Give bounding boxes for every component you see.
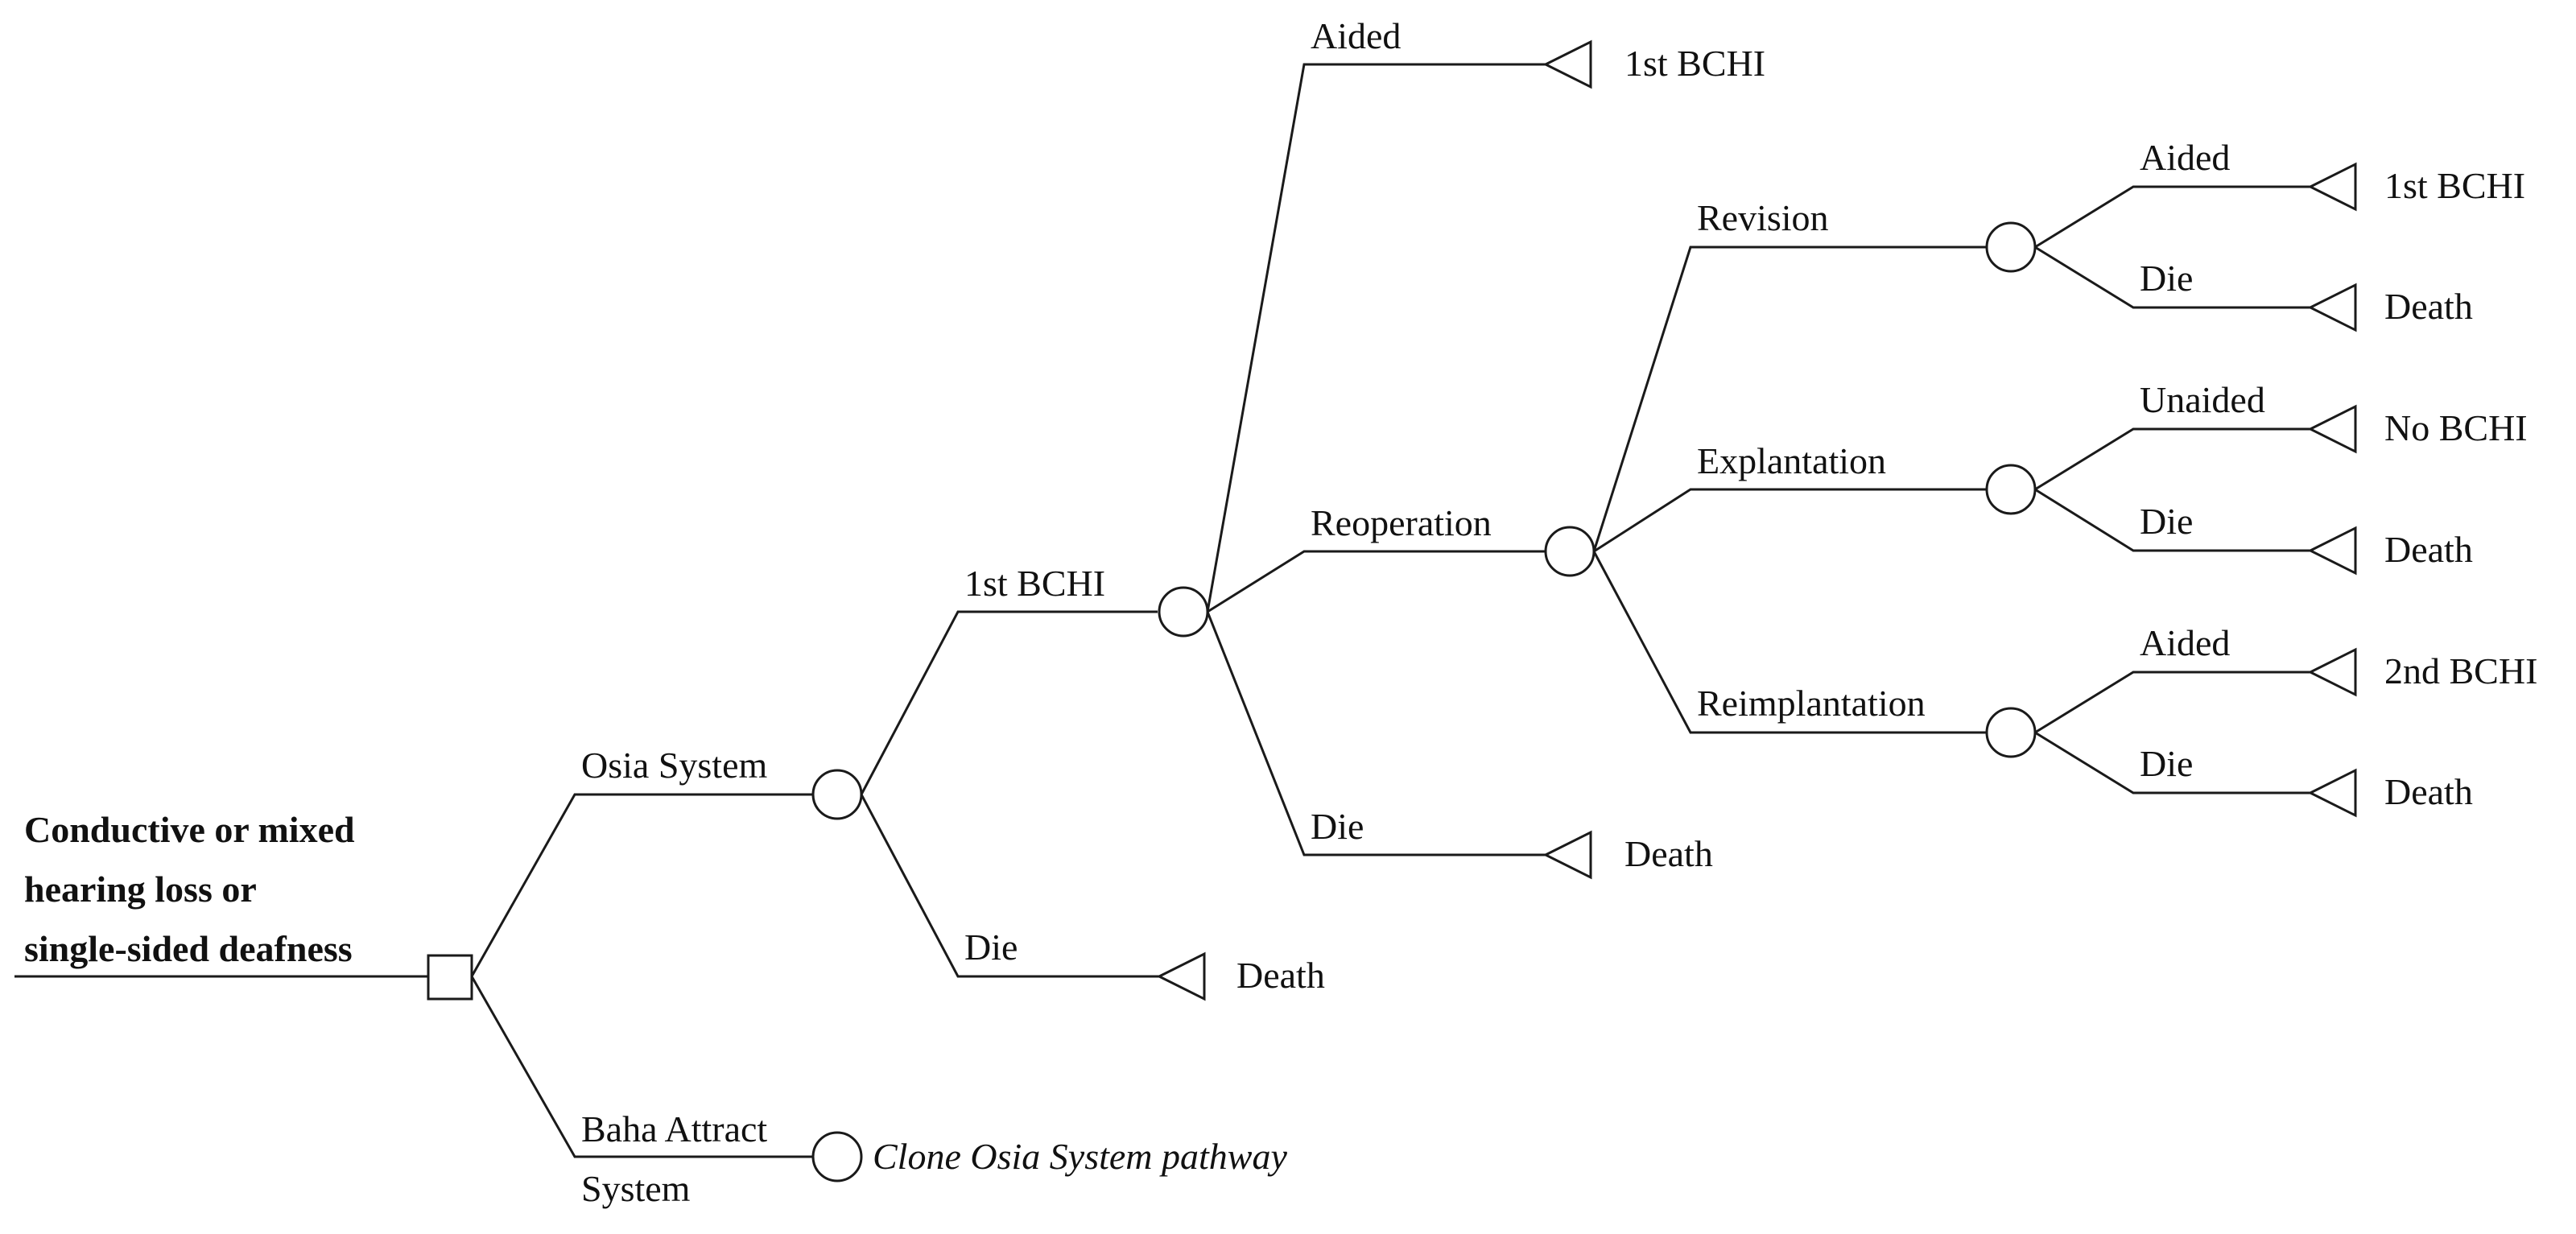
- terminal-node-revision-1st-bchi: [2307, 162, 2357, 212]
- label-branch-osia-die: Die: [964, 927, 1018, 968]
- edge-reimplantation-die: [2034, 731, 2310, 794]
- label-branch-bchi-die: Die: [1311, 806, 1364, 847]
- root-label-line-1: Conductive or mixed: [24, 809, 355, 850]
- terminal-node-revision-death: [2307, 283, 2357, 332]
- label-branch-revision-die: Die: [2140, 258, 2193, 299]
- terminal-node-2nd-bchi: [2307, 647, 2357, 697]
- outcome-1st-bchi-top: 1st BCHI: [1624, 43, 1765, 84]
- edge-osia-system: [470, 793, 813, 977]
- edge-reimplantation: [1592, 551, 1987, 734]
- outcome-explantation-death: Death: [2384, 529, 2473, 570]
- chance-node-reoperation: [1544, 526, 1596, 577]
- outcome-revision-death: Death: [2384, 286, 2473, 327]
- edge-revision: [1592, 246, 1987, 552]
- label-branch-explantation-unaided: Unaided: [2140, 379, 2265, 420]
- chance-node-1st-bchi: [1158, 586, 1209, 638]
- outcome-death-osia: Death: [1236, 955, 1325, 996]
- label-baha-attract-line-1: Baha Attract: [581, 1108, 767, 1149]
- chance-node-revision: [1985, 221, 2037, 273]
- edge-explantation: [1593, 488, 1987, 553]
- chance-node-explantation: [1985, 464, 2037, 515]
- outcome-no-bchi: No BCHI: [2384, 407, 2528, 448]
- label-branch-reoperation: Reoperation: [1311, 502, 1492, 543]
- decision-node: [427, 954, 473, 1001]
- label-branch-revision-aided: Aided: [2140, 137, 2230, 178]
- outcome-revision-1st-bchi: 1st BCHI: [2384, 165, 2525, 206]
- outcome-death-bchi: Death: [1624, 833, 1713, 874]
- edge-explantation-die: [2034, 488, 2310, 552]
- label-branch-reimplantation-die: Die: [2140, 743, 2193, 784]
- outcome-2nd-bchi: 2nd BCHI: [2384, 650, 2537, 691]
- root-label-line-2: hearing loss or: [24, 869, 257, 910]
- root-label: Conductive or mixed hearing loss or sing…: [24, 809, 355, 969]
- edge-osia-die: [860, 794, 1159, 978]
- edge-baha-attract: [470, 976, 813, 1158]
- edge-revision-die: [2034, 246, 2310, 309]
- edge-1st-bchi: [860, 610, 1158, 795]
- terminal-node-explantation-death: [2307, 526, 2357, 576]
- terminal-node-death-bchi: [1542, 830, 1592, 880]
- label-branch-aided-top: Aided: [1311, 15, 1401, 56]
- edge-aided-top: [1206, 63, 1546, 613]
- label-branch-1st-bchi: 1st BCHI: [964, 563, 1105, 604]
- terminal-node-no-bchi: [2307, 404, 2357, 454]
- chance-node-reimplantation: [1985, 707, 2037, 758]
- label-branch-reimplantation-aided: Aided: [2140, 622, 2230, 663]
- label-branch-revision: Revision: [1697, 197, 1829, 238]
- label-branch-explantation-die: Die: [2140, 501, 2193, 542]
- edge-explantation-unaided: [2034, 427, 2310, 491]
- edge-revision-aided: [2034, 185, 2310, 249]
- root-label-line-3: single-sided deafness: [24, 928, 353, 969]
- tree-edges: [14, 63, 2310, 1158]
- terminal-node-reimplantation-death: [2307, 768, 2357, 818]
- outcome-reimplantation-death: Death: [2384, 771, 2473, 812]
- chance-node-baha: [811, 1131, 863, 1182]
- terminal-node-death-osia: [1156, 951, 1206, 1001]
- clone-pathway-note: Clone Osia System pathway: [873, 1136, 1287, 1177]
- terminal-node-1st-bchi-aided: [1542, 39, 1592, 89]
- edge-bchi-die: [1206, 611, 1546, 856]
- label-branch-explantation: Explantation: [1697, 440, 1886, 481]
- label-branch-reimplantation: Reimplantation: [1697, 683, 1926, 724]
- edge-reimplantation-aided: [2034, 671, 2310, 734]
- label-baha-attract-line-2: System: [581, 1168, 691, 1209]
- edge-reoperation: [1207, 550, 1546, 613]
- chance-node-osia: [811, 769, 863, 820]
- label-osia-system: Osia System: [581, 745, 768, 786]
